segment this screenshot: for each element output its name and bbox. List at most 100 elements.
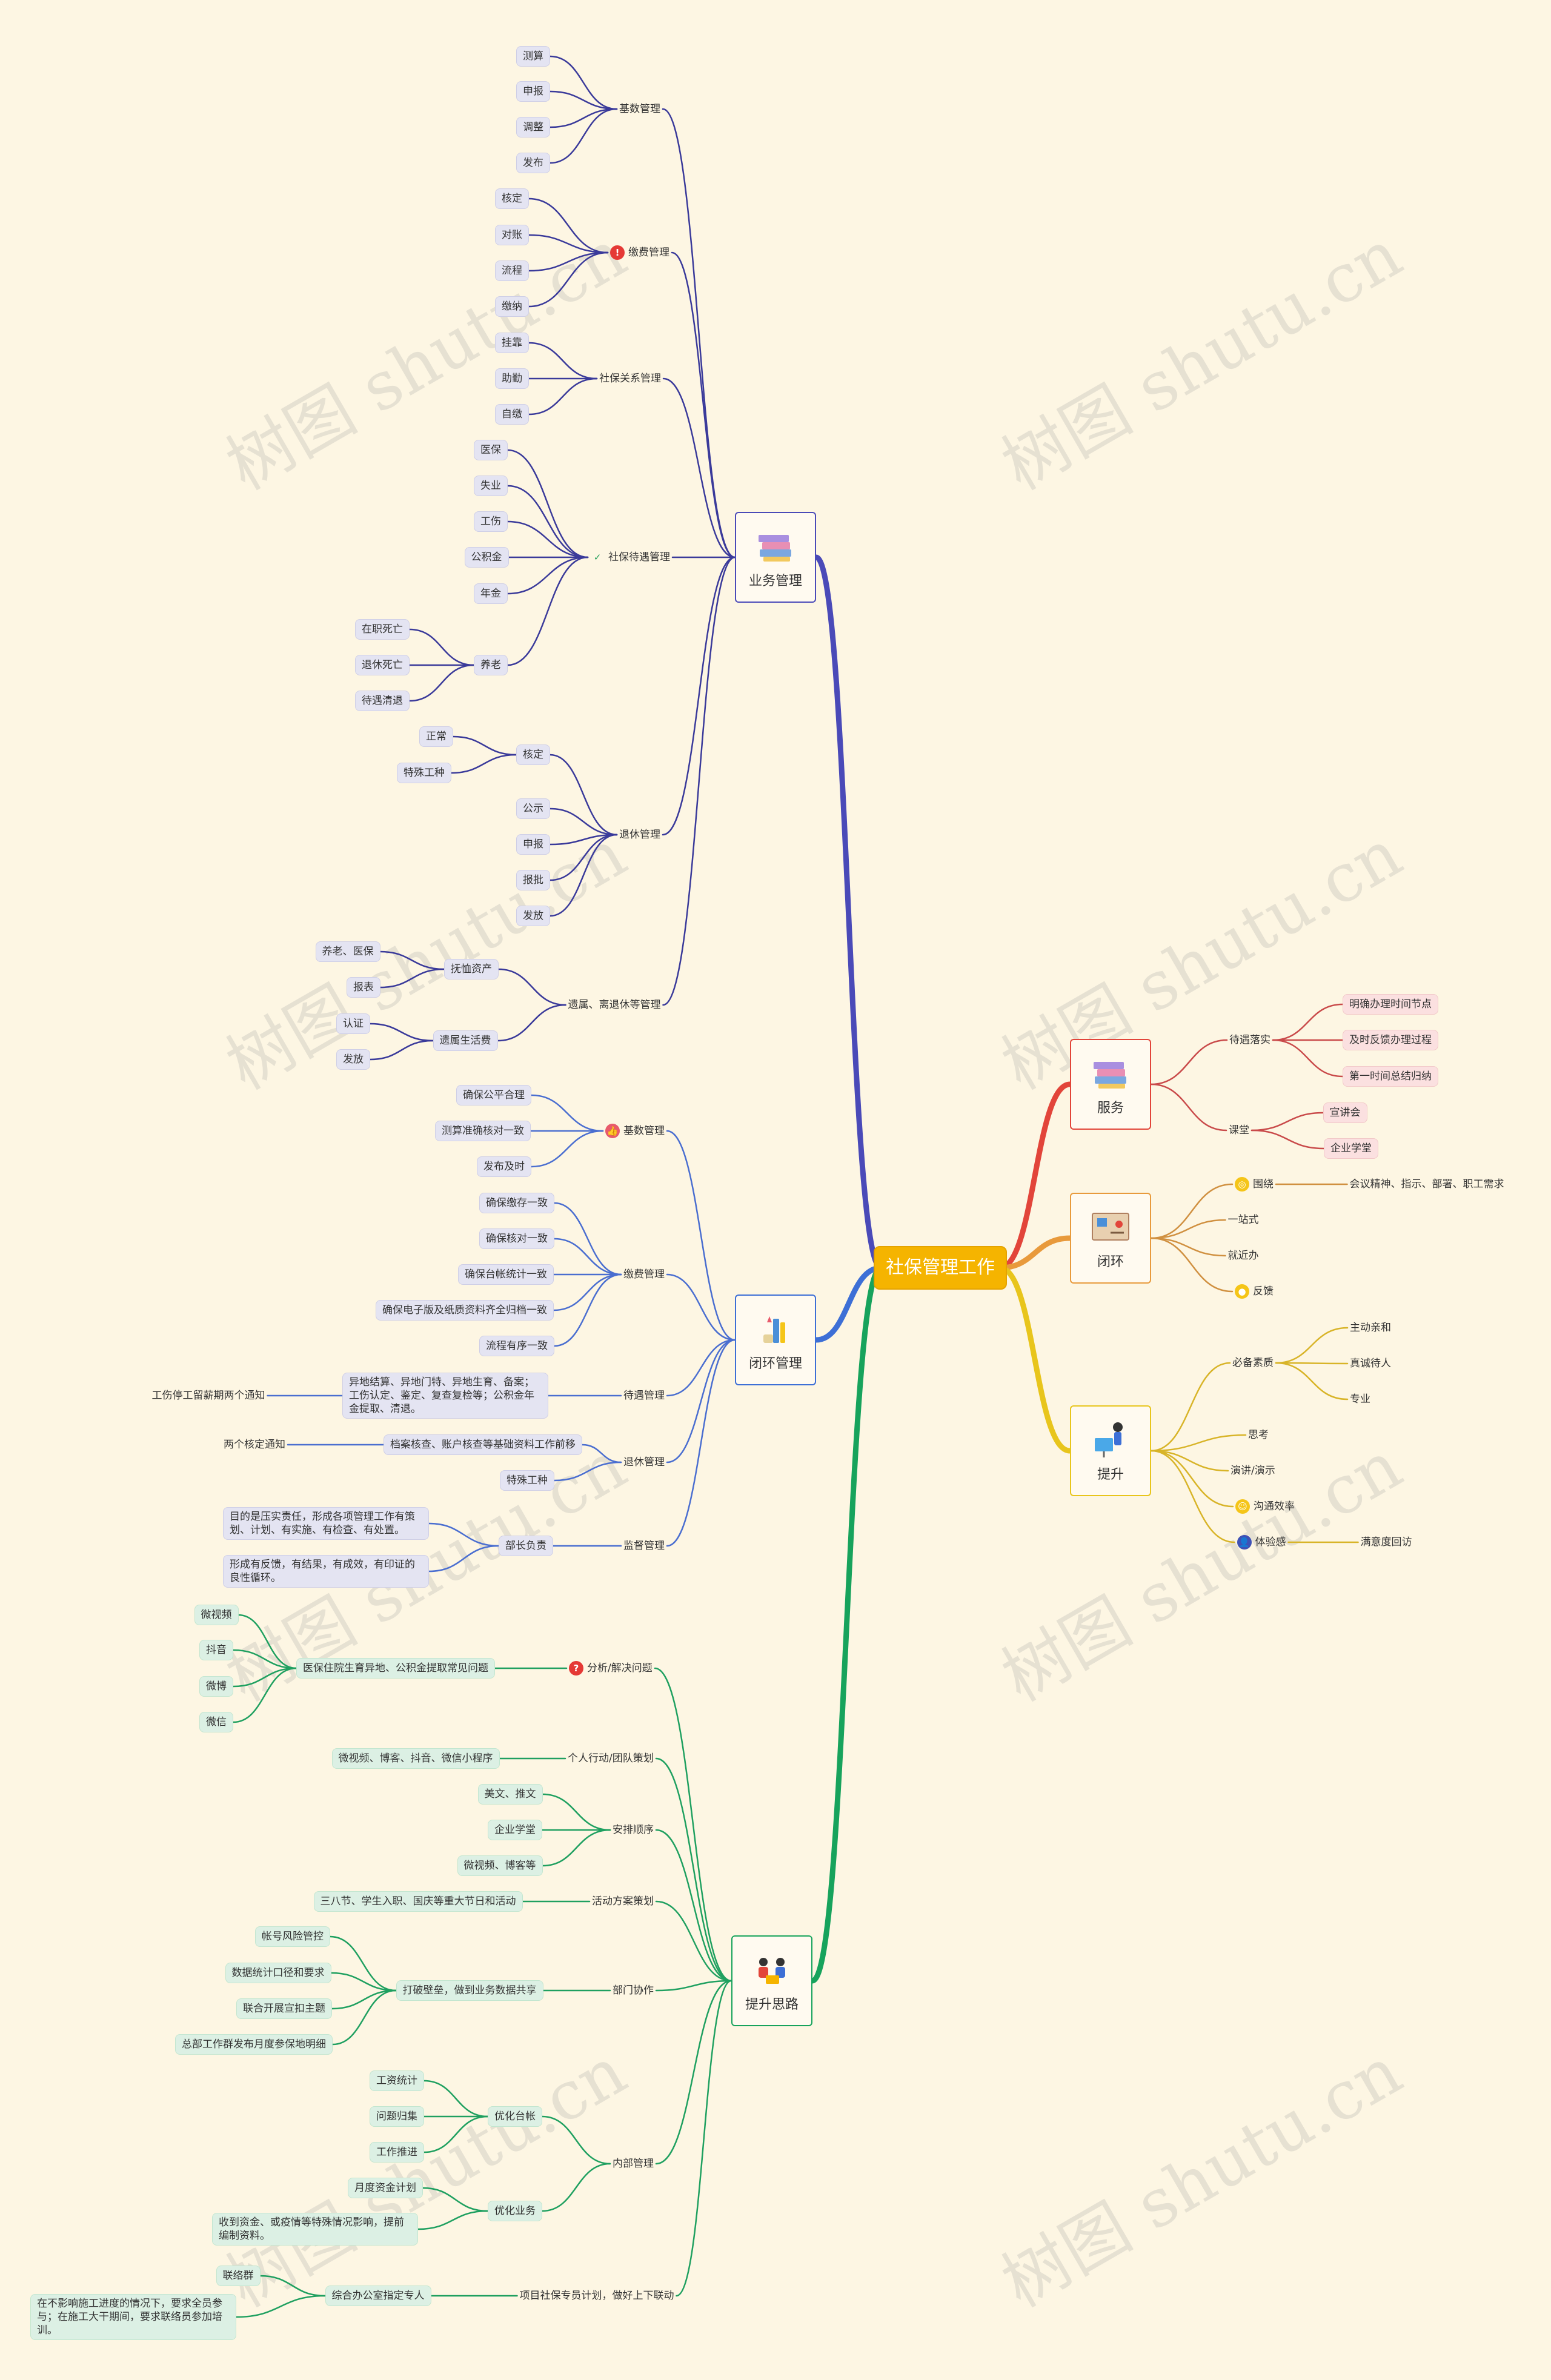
topic-b3c2[interactable]: 企业学堂 bbox=[488, 1820, 542, 1840]
topic-b3g[interactable]: 项目社保专员计划，做好上下联动 bbox=[517, 2286, 677, 2305]
topic-b1d6b[interactable]: 退休死亡 bbox=[355, 655, 410, 675]
topic-b2b2[interactable]: 确保核对一致 bbox=[479, 1228, 554, 1249]
topic-b3d1[interactable]: 三八节、学生入职、国庆等重大节日和活动 bbox=[313, 1891, 523, 1912]
topic-b2d2[interactable]: 特殊工种 bbox=[500, 1470, 554, 1491]
topic-r3b[interactable]: 思考 bbox=[1246, 1425, 1271, 1445]
main-topic-b1[interactable]: 业务管理 bbox=[735, 512, 816, 603]
topic-b3b1[interactable]: 微视频、博客、抖音、微信小程序 bbox=[331, 1748, 500, 1769]
topic-b3f1[interactable]: 优化台帐 bbox=[488, 2106, 542, 2127]
topic-b3e[interactable]: 部门协作 bbox=[610, 1981, 656, 2000]
topic-r1a[interactable]: 待遇落实 bbox=[1227, 1030, 1273, 1050]
root-topic[interactable]: 社保管理工作 bbox=[874, 1246, 1007, 1290]
topic-b3f2b[interactable]: 收到资金、或疫情等特殊情况影响，提前编制资料。 bbox=[212, 2213, 418, 2246]
topic-b2c1[interactable]: 异地结算、异地门特、异地生育、备案；工伤认定、鉴定、复查复检等；公积金年金提取、… bbox=[342, 1373, 548, 1419]
topic-b3c[interactable]: 安排顺序 bbox=[610, 1820, 656, 1840]
topic-r3a3[interactable]: 专业 bbox=[1347, 1390, 1373, 1409]
topic-b1b3[interactable]: 流程 bbox=[495, 260, 529, 281]
topic-b3a1[interactable]: 医保住院生育异地、公积金提取常见问题 bbox=[296, 1658, 495, 1679]
topic-b1f1[interactable]: 抚恤资产 bbox=[444, 959, 499, 980]
topic-b1a1[interactable]: 测算 bbox=[516, 46, 550, 67]
topic-b1e3[interactable]: 申报 bbox=[516, 834, 550, 855]
topic-b2b[interactable]: 缴费管理 bbox=[621, 1265, 667, 1284]
topic-b2b4[interactable]: 确保电子版及纸质资料齐全归档一致 bbox=[376, 1300, 554, 1321]
topic-b1f2a[interactable]: 认证 bbox=[336, 1013, 370, 1034]
topic-b1b1[interactable]: 核定 bbox=[495, 188, 529, 209]
topic-b2d1a[interactable]: 两个核定通知 bbox=[221, 1435, 288, 1454]
topic-b3e1c[interactable]: 联合开展宣扣主题 bbox=[236, 1998, 332, 2019]
topic-r3c[interactable]: 演讲/演示 bbox=[1228, 1461, 1278, 1480]
topic-b3a1b[interactable]: 抖音 bbox=[199, 1640, 233, 1660]
topic-b2e1a[interactable]: 目的是压实责任，形成各项管理工作有策划、计划、有实施、有检查、有处置。 bbox=[223, 1507, 429, 1540]
topic-r3a2[interactable]: 真诚待人 bbox=[1347, 1354, 1393, 1373]
topic-b3c1[interactable]: 美文、推文 bbox=[477, 1784, 543, 1805]
main-topic-r3[interactable]: 提升 bbox=[1070, 1405, 1151, 1496]
topic-b3f[interactable]: 内部管理 bbox=[610, 2154, 656, 2173]
topic-b3b[interactable]: 个人行动/团队策划 bbox=[565, 1749, 656, 1768]
topic-b1e5[interactable]: 发放 bbox=[516, 906, 550, 926]
topic-b3d[interactable]: 活动方案策划 bbox=[590, 1892, 656, 1911]
topic-r1a1[interactable]: 明确办理时间节点 bbox=[1343, 994, 1438, 1015]
topic-b1f1a[interactable]: 养老、医保 bbox=[315, 941, 380, 962]
topic-b1f2b[interactable]: 发放 bbox=[336, 1049, 370, 1070]
topic-b2c[interactable]: 待遇管理 bbox=[621, 1386, 667, 1405]
topic-b1b[interactable]: !缴费管理 bbox=[608, 243, 672, 262]
topic-b3f1b[interactable]: 问题归集 bbox=[370, 2106, 424, 2127]
topic-r2b[interactable]: 一站式 bbox=[1226, 1210, 1261, 1230]
topic-b1e4[interactable]: 报批 bbox=[516, 870, 550, 890]
topic-b2a2[interactable]: 测算准确核对一致 bbox=[435, 1121, 531, 1141]
topic-b1d4[interactable]: 公积金 bbox=[464, 547, 509, 568]
topic-b1d6[interactable]: 养老 bbox=[474, 655, 508, 675]
topic-b3a[interactable]: ?分析/解决问题 bbox=[566, 1659, 655, 1678]
topic-b2e[interactable]: 监督管理 bbox=[621, 1536, 667, 1556]
topic-r3e1[interactable]: 满意度回访 bbox=[1358, 1533, 1415, 1552]
topic-b2a1[interactable]: 确保公平合理 bbox=[456, 1085, 531, 1105]
topic-b2d1[interactable]: 档案核查、账户核查等基础资料工作前移 bbox=[384, 1434, 582, 1455]
topic-b1a4[interactable]: 发布 bbox=[516, 153, 550, 173]
topic-b1d[interactable]: ✓社保待遇管理 bbox=[588, 548, 673, 567]
topic-b1d6a[interactable]: 在职死亡 bbox=[355, 619, 410, 640]
topic-b3f1a[interactable]: 工资统计 bbox=[370, 2070, 424, 2091]
topic-b1b4[interactable]: 缴纳 bbox=[495, 296, 529, 317]
topic-b2e1b[interactable]: 形成有反馈，有结果，有成效，有印证的良性循环。 bbox=[223, 1555, 429, 1588]
topic-b1f1b[interactable]: 报表 bbox=[347, 977, 380, 998]
topic-b2a[interactable]: 👍基数管理 bbox=[603, 1121, 667, 1141]
topic-b1a2[interactable]: 申报 bbox=[516, 81, 550, 102]
topic-b3f2a[interactable]: 月度资金计划 bbox=[348, 2178, 423, 2198]
topic-b1e1a[interactable]: 正常 bbox=[419, 726, 453, 747]
topic-r3a[interactable]: 必备素质 bbox=[1230, 1353, 1276, 1373]
topic-b2d[interactable]: 退休管理 bbox=[621, 1453, 667, 1472]
topic-b2b3[interactable]: 确保台帐统计一致 bbox=[458, 1264, 554, 1285]
topic-r1b2[interactable]: 企业学堂 bbox=[1324, 1138, 1378, 1159]
topic-b3g1a[interactable]: 联络群 bbox=[216, 2266, 261, 2286]
topic-b1f[interactable]: 遗属、离退休等管理 bbox=[566, 995, 663, 1015]
topic-b1d3[interactable]: 工伤 bbox=[474, 511, 508, 532]
topic-b1d2[interactable]: 失业 bbox=[474, 476, 508, 496]
topic-r3e[interactable]: 👤体验感 bbox=[1235, 1533, 1289, 1552]
topic-r2a[interactable]: ◎围绕 bbox=[1232, 1175, 1276, 1194]
topic-b3e1d[interactable]: 总部工作群发布月度参保地明细 bbox=[175, 2034, 333, 2055]
topic-b1f2[interactable]: 遗属生活费 bbox=[433, 1030, 498, 1051]
topic-b3f1c[interactable]: 工作推进 bbox=[370, 2142, 424, 2163]
topic-b1c1[interactable]: 挂靠 bbox=[495, 333, 529, 353]
topic-b3a1a[interactable]: 微视频 bbox=[194, 1605, 239, 1625]
topic-b1d6c[interactable]: 待遇清退 bbox=[355, 691, 410, 711]
topic-r1b1[interactable]: 宣讲会 bbox=[1323, 1102, 1367, 1123]
topic-r2c[interactable]: 就近办 bbox=[1226, 1246, 1261, 1265]
topic-r1b[interactable]: 课堂 bbox=[1226, 1121, 1252, 1140]
topic-b2a3[interactable]: 发布及时 bbox=[477, 1156, 531, 1177]
topic-r3a1[interactable]: 主动亲和 bbox=[1347, 1318, 1393, 1338]
topic-b1e1[interactable]: 核定 bbox=[516, 744, 550, 765]
topic-b3e1[interactable]: 打破壁垒，做到业务数据共享 bbox=[396, 1980, 543, 2001]
topic-b3c3[interactable]: 微视频、博客等 bbox=[457, 1855, 543, 1876]
topic-b1c2[interactable]: 助勤 bbox=[495, 368, 529, 389]
topic-b1d5[interactable]: 年金 bbox=[474, 583, 508, 604]
topic-r1a2[interactable]: 及时反馈办理过程 bbox=[1343, 1030, 1438, 1050]
topic-b1c[interactable]: 社保关系管理 bbox=[597, 369, 663, 388]
topic-r2a1[interactable]: 会议精神、指示、部署、职工需求 bbox=[1347, 1175, 1507, 1194]
topic-b1e2[interactable]: 公示 bbox=[516, 798, 550, 819]
topic-b2b1[interactable]: 确保缴存一致 bbox=[479, 1193, 554, 1213]
main-topic-b3[interactable]: 提升思路 bbox=[731, 1935, 812, 2026]
main-topic-r1[interactable]: 服务 bbox=[1070, 1039, 1151, 1130]
topic-b1c3[interactable]: 自缴 bbox=[495, 404, 529, 425]
topic-b3e1b[interactable]: 数据统计口径和要求 bbox=[225, 1963, 331, 1983]
